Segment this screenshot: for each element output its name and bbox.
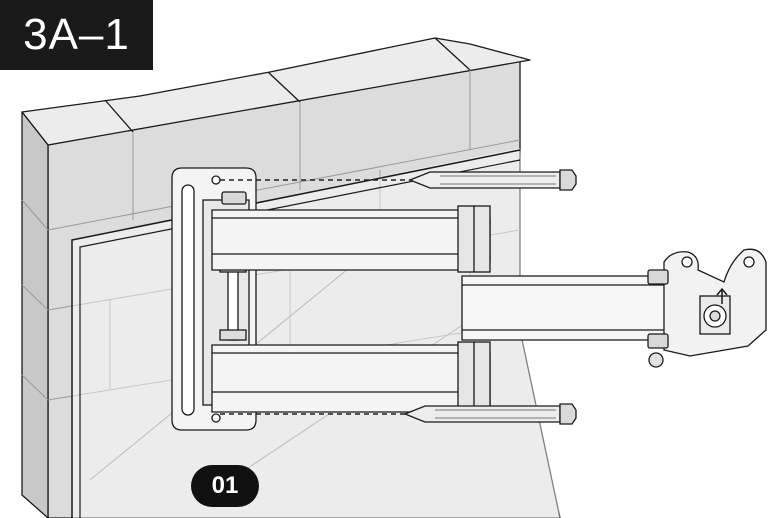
lag-bolt-icon	[403, 403, 577, 425]
rotate-arrow-icon	[716, 287, 728, 304]
lag-bolt-icon	[408, 169, 577, 191]
step-label: 3A–1	[0, 0, 153, 70]
extension-arm	[461, 275, 673, 341]
guide-lines	[220, 179, 410, 415]
mounting-hole-bottom	[211, 413, 221, 423]
part-number-badge: 01	[191, 465, 259, 507]
lower-arm	[211, 341, 491, 415]
mounting-hole-top	[211, 175, 221, 185]
upper-arm	[211, 205, 491, 273]
tv-bracket	[647, 248, 767, 368]
